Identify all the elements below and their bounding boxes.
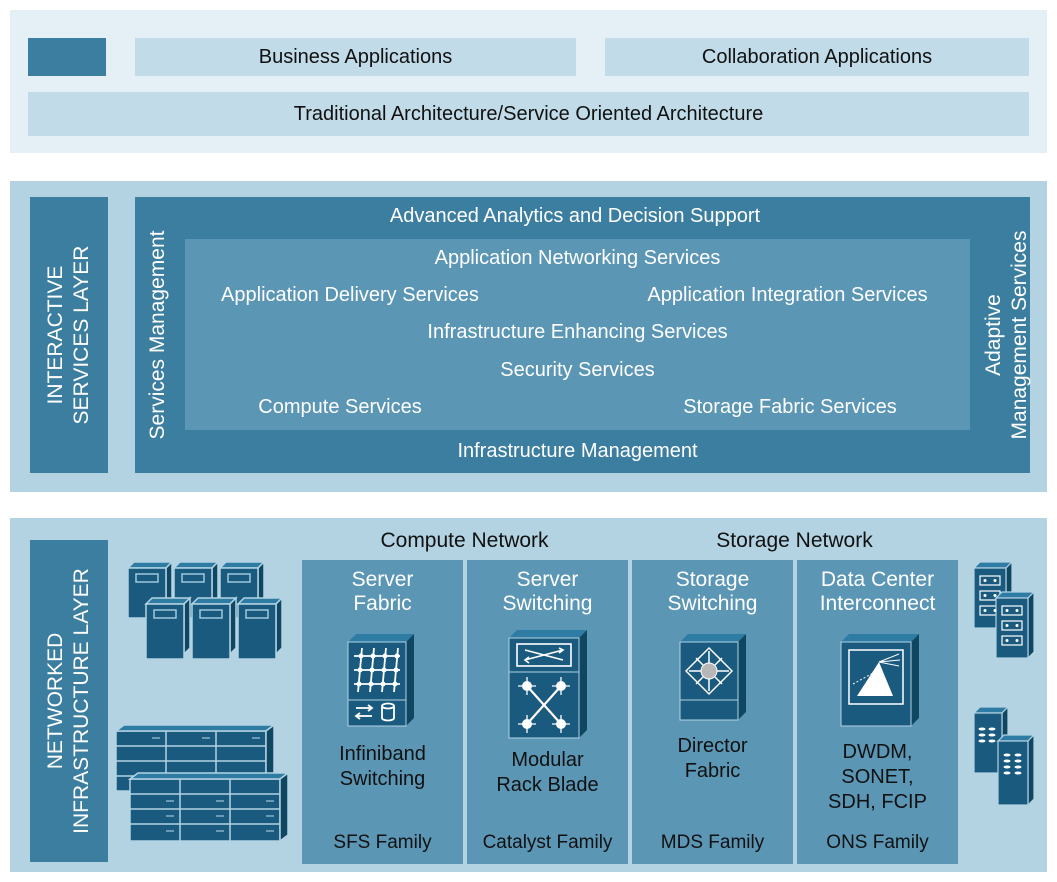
adaptive-management-label: Adaptive Management Services (982, 230, 1031, 440)
storage-switching-column: Storage Switching Director Fabric MDS Fa… (632, 560, 793, 864)
optical-interconnect-icon (840, 634, 919, 727)
infiniband-switch-icon (347, 634, 414, 727)
interactive-services-layer: INTERACTIVE SERVICES LAYER Advanced Anal… (10, 181, 1047, 492)
networked-layer-label: NETWORKED INFRASTRUCTURE LAYER (44, 568, 93, 834)
compute-services-label: Compute Services (258, 395, 422, 418)
collaboration-applications-label: Collaboration Applications (701, 45, 933, 68)
application-networking-box: Application Networking Services Applicat… (185, 239, 970, 430)
compute-network-header: Compute Network (380, 529, 549, 552)
interactive-layer-label: INTERACTIVE SERVICES LAYER (44, 245, 93, 425)
data-center-interconnect-family: ONS Family (826, 832, 929, 853)
storage-switching-title: Storage Switching (667, 568, 758, 615)
application-networking-label: Application Networking Services (434, 246, 721, 269)
director-switch-icon (679, 634, 746, 721)
services-framework: Advanced Analytics and Decision Support … (135, 197, 1031, 473)
networked-infrastructure-layer: NETWORKED INFRASTRUCTURE LAYER (10, 518, 1047, 872)
data-center-interconnect-column: Data Center Interconnect DWDM, SONET, SD… (797, 560, 958, 864)
tower-servers-icon (126, 560, 284, 660)
data-center-interconnect-description: DWDM, SONET, SDH, FCIP (828, 741, 927, 813)
data-center-interconnect-title: Data Center Interconnect (819, 568, 936, 615)
networked-layer-label-box: NETWORKED INFRASTRUCTURE LAYER (30, 540, 108, 862)
server-fabric-description: Infiniband Switching (339, 743, 426, 790)
server-fabric-family: SFS Family (333, 832, 432, 853)
storage-network-header: Storage Network (716, 529, 873, 552)
interactive-layer-label-box: INTERACTIVE SERVICES LAYER (30, 197, 108, 473)
business-applications-label: Business Applications (258, 45, 453, 68)
application-delivery-label: Application Delivery Services (221, 283, 479, 306)
business-applications-box: Business Applications (135, 38, 576, 76)
server-switching-family: Catalyst Family (482, 832, 613, 853)
storage-cabinets-icon (972, 705, 1036, 807)
application-integration-label: Application Integration Services (647, 283, 928, 306)
server-switching-column: Server Switching (467, 560, 628, 864)
modular-switch-icon (508, 630, 587, 739)
storage-switching-family: MDS Family (660, 832, 765, 853)
rack-servers-icon (113, 723, 291, 843)
advanced-analytics-label: Advanced Analytics and Decision Support (389, 204, 761, 227)
application-layer-accent-block (28, 38, 106, 76)
server-fabric-title: Server Fabric (351, 568, 414, 615)
infrastructure-management-label: Infrastructure Management (457, 439, 698, 462)
services-management-label: Services Management (146, 230, 169, 440)
storage-fabric-services-label: Storage Fabric Services (683, 395, 897, 418)
architecture-box: Traditional Architecture/Service Oriente… (28, 92, 1029, 136)
server-switching-title: Server Switching (502, 568, 593, 615)
storage-switching-description: Director Fabric (677, 735, 748, 782)
infrastructure-enhancing-label: Infrastructure Enhancing Services (427, 320, 728, 343)
server-fabric-column: Server Fabric Infiniband (302, 560, 463, 864)
application-layer: Business Applications Collaboration Appl… (10, 10, 1047, 153)
security-services-label: Security Services (500, 358, 655, 381)
disk-array-icon (972, 560, 1036, 660)
server-switching-description: Modular Rack Blade (496, 749, 599, 796)
collaboration-applications-box: Collaboration Applications (605, 38, 1029, 76)
architecture-label: Traditional Architecture/Service Oriente… (293, 102, 764, 125)
